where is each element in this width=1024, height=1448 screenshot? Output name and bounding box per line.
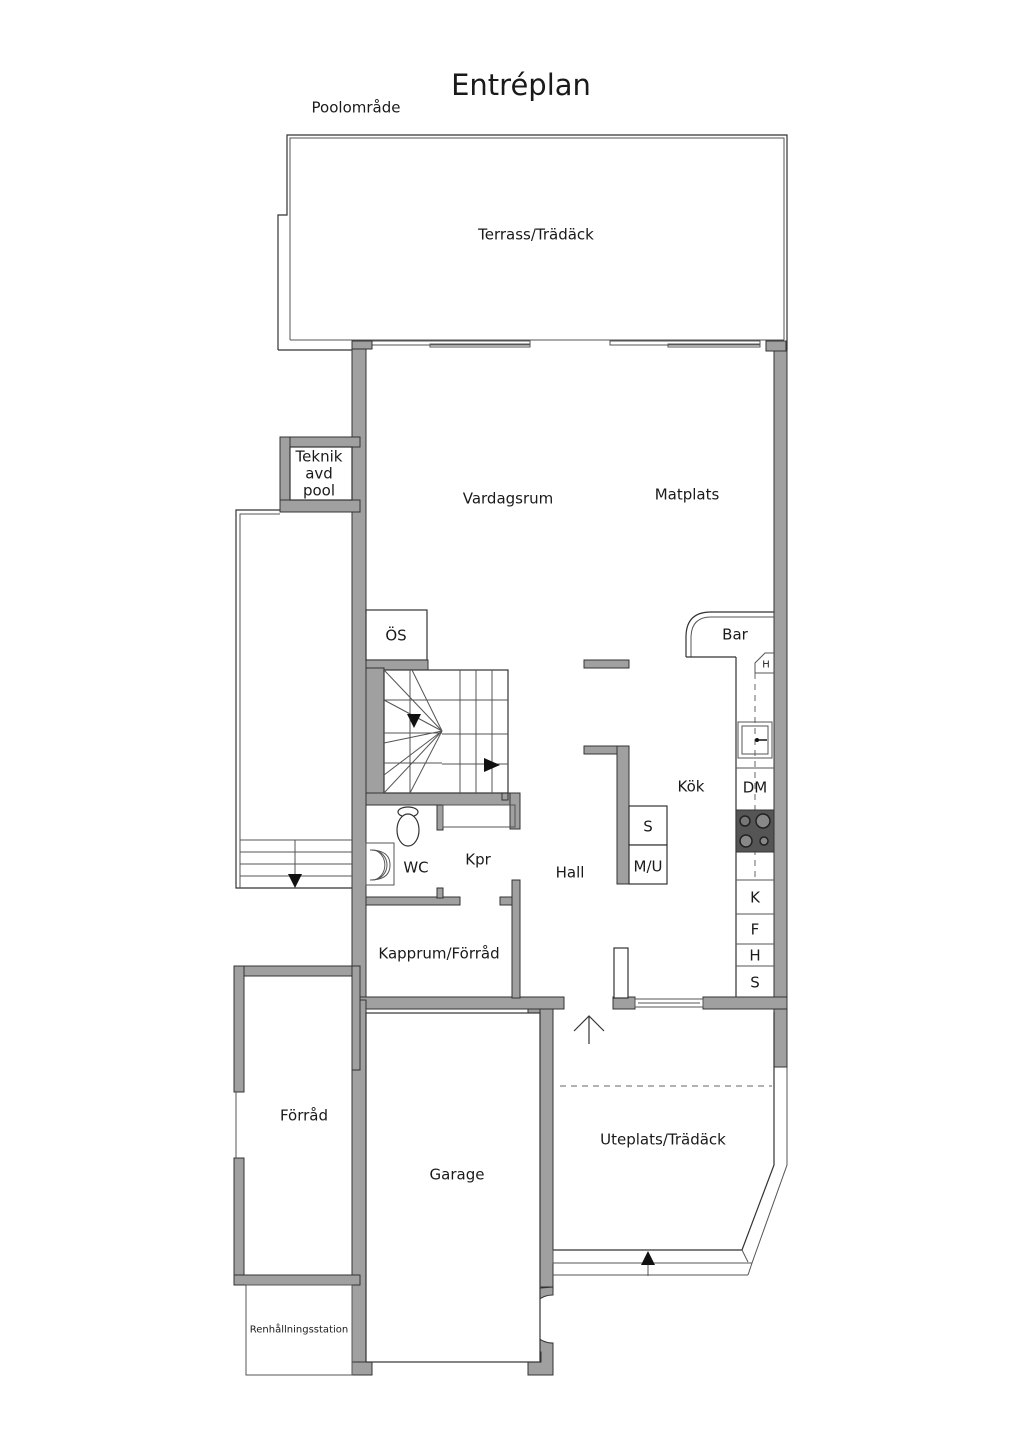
room-storage: Förråd bbox=[279, 1106, 329, 1125]
fixture-s: S bbox=[750, 973, 760, 992]
waste-station-box bbox=[245, 1284, 353, 1376]
room-terrace: Terrass/Trädäck bbox=[478, 225, 594, 244]
wc-walls bbox=[365, 804, 521, 999]
room-kitchen: Kök bbox=[677, 777, 705, 796]
plan-title: Entréplan bbox=[451, 68, 591, 102]
garage-walls bbox=[351, 999, 554, 1376]
storage-walls bbox=[233, 965, 361, 1286]
fixture-island-mu: M/U bbox=[633, 857, 663, 876]
fixture-h-top: H bbox=[762, 659, 770, 671]
os-box bbox=[365, 609, 428, 661]
entrance-arrow bbox=[573, 1015, 605, 1044]
room-wc: WC bbox=[403, 858, 429, 877]
room-hall: Hall bbox=[555, 863, 585, 882]
room-cloakroom: Kapprum/Förråd bbox=[378, 944, 500, 963]
room-patio: Uteplats/Trädäck bbox=[600, 1130, 726, 1149]
room-os: ÖS bbox=[385, 626, 407, 645]
terrace-outline bbox=[277, 134, 788, 351]
room-waste-station: Renhållningsstation bbox=[249, 1324, 349, 1336]
room-kpr: Kpr bbox=[465, 850, 491, 869]
room-dining: Matplats bbox=[654, 485, 720, 504]
fixture-dishwasher: DM bbox=[742, 778, 768, 797]
bar-label: Bar bbox=[722, 625, 748, 644]
outdoor-walkway bbox=[235, 509, 352, 889]
hall-partition bbox=[583, 745, 668, 999]
room-garage: Garage bbox=[429, 1165, 485, 1184]
beam bbox=[583, 659, 630, 669]
exterior-walls bbox=[279, 340, 788, 1068]
fixture-island-s: S bbox=[643, 817, 653, 836]
staircase bbox=[365, 667, 521, 830]
fixture-f: F bbox=[750, 920, 760, 939]
room-technical: Teknik avd pool bbox=[295, 447, 343, 500]
fixture-h: H bbox=[749, 946, 761, 965]
fixture-k: K bbox=[750, 888, 760, 907]
pool-area-label: Poolområde bbox=[311, 98, 401, 117]
kitchen-counter bbox=[634, 611, 775, 1008]
room-living: Vardagsrum bbox=[462, 489, 554, 508]
patio-outline bbox=[552, 1012, 788, 1276]
